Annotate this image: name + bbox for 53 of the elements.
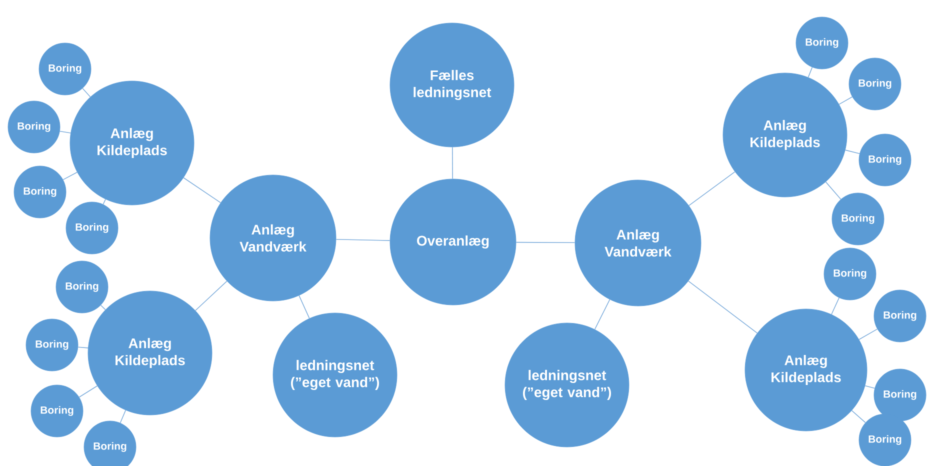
connector-line: [102, 198, 106, 205]
small-circle-node: Boring: [824, 248, 876, 300]
connector-line: [808, 66, 813, 78]
circle-node: Anlæg Vandværk: [210, 174, 336, 302]
connector-line: [516, 242, 576, 244]
small-circle-node: Boring: [30, 384, 84, 438]
connector-line: [62, 172, 78, 180]
connector-line: [825, 182, 842, 200]
small-circle-node: Boring: [832, 192, 884, 246]
connector-line: [851, 410, 866, 423]
small-circle-node: Boring: [84, 420, 136, 466]
connector-line: [688, 280, 758, 334]
connector-line: [336, 239, 390, 241]
connector-line: [183, 177, 221, 204]
connector-line: [120, 410, 126, 424]
node-label: Boring: [884, 390, 916, 400]
small-circle-node: Boring: [66, 202, 118, 254]
circle-node: Anlæg Kildeplads: [70, 80, 194, 206]
small-circle-node: Boring: [38, 42, 92, 96]
small-circle-node: Boring: [874, 290, 926, 342]
circle-node: Anlæg Vandværk: [574, 180, 702, 306]
connector-line: [78, 346, 88, 348]
connector-line: [864, 385, 876, 389]
small-circle-node: Boring: [56, 260, 108, 314]
connector-line: [688, 171, 736, 206]
connector-line: [59, 130, 72, 134]
connector-line: [100, 304, 106, 310]
connector-line: [858, 328, 878, 340]
circle-node: Fælles ledningsnet: [390, 22, 514, 148]
small-circle-node: Boring: [858, 134, 912, 186]
circle-node: Overanlæg: [390, 178, 516, 306]
connector-line: [838, 96, 853, 105]
connector-line: [298, 295, 310, 319]
circle-node: Anlæg Kildeplads: [744, 308, 868, 432]
small-circle-node: Boring: [848, 58, 902, 110]
connector-line: [831, 297, 840, 315]
circle-node: ledningsnet (”eget vand”): [272, 312, 398, 438]
connector-line: [195, 280, 228, 311]
connector-line: [82, 88, 91, 98]
small-circle-node: Boring: [8, 100, 60, 154]
connector-line: [452, 146, 453, 180]
small-circle-node: Boring: [858, 414, 912, 466]
circle-node: ledningsnet (”eget vand”): [504, 322, 630, 448]
circle-node: Anlæg Kildeplads: [88, 290, 212, 416]
connector-line: [78, 386, 98, 398]
small-circle-node: Boring: [874, 368, 926, 422]
connector-line: [844, 150, 860, 154]
node-label: Boring: [868, 435, 902, 445]
circle-node: Anlæg Kildeplads: [722, 72, 848, 198]
small-circle-node: Boring: [796, 16, 848, 70]
small-circle-node: Boring: [26, 318, 78, 372]
small-circle-node: Boring: [14, 166, 66, 218]
connector-line: [594, 299, 610, 330]
